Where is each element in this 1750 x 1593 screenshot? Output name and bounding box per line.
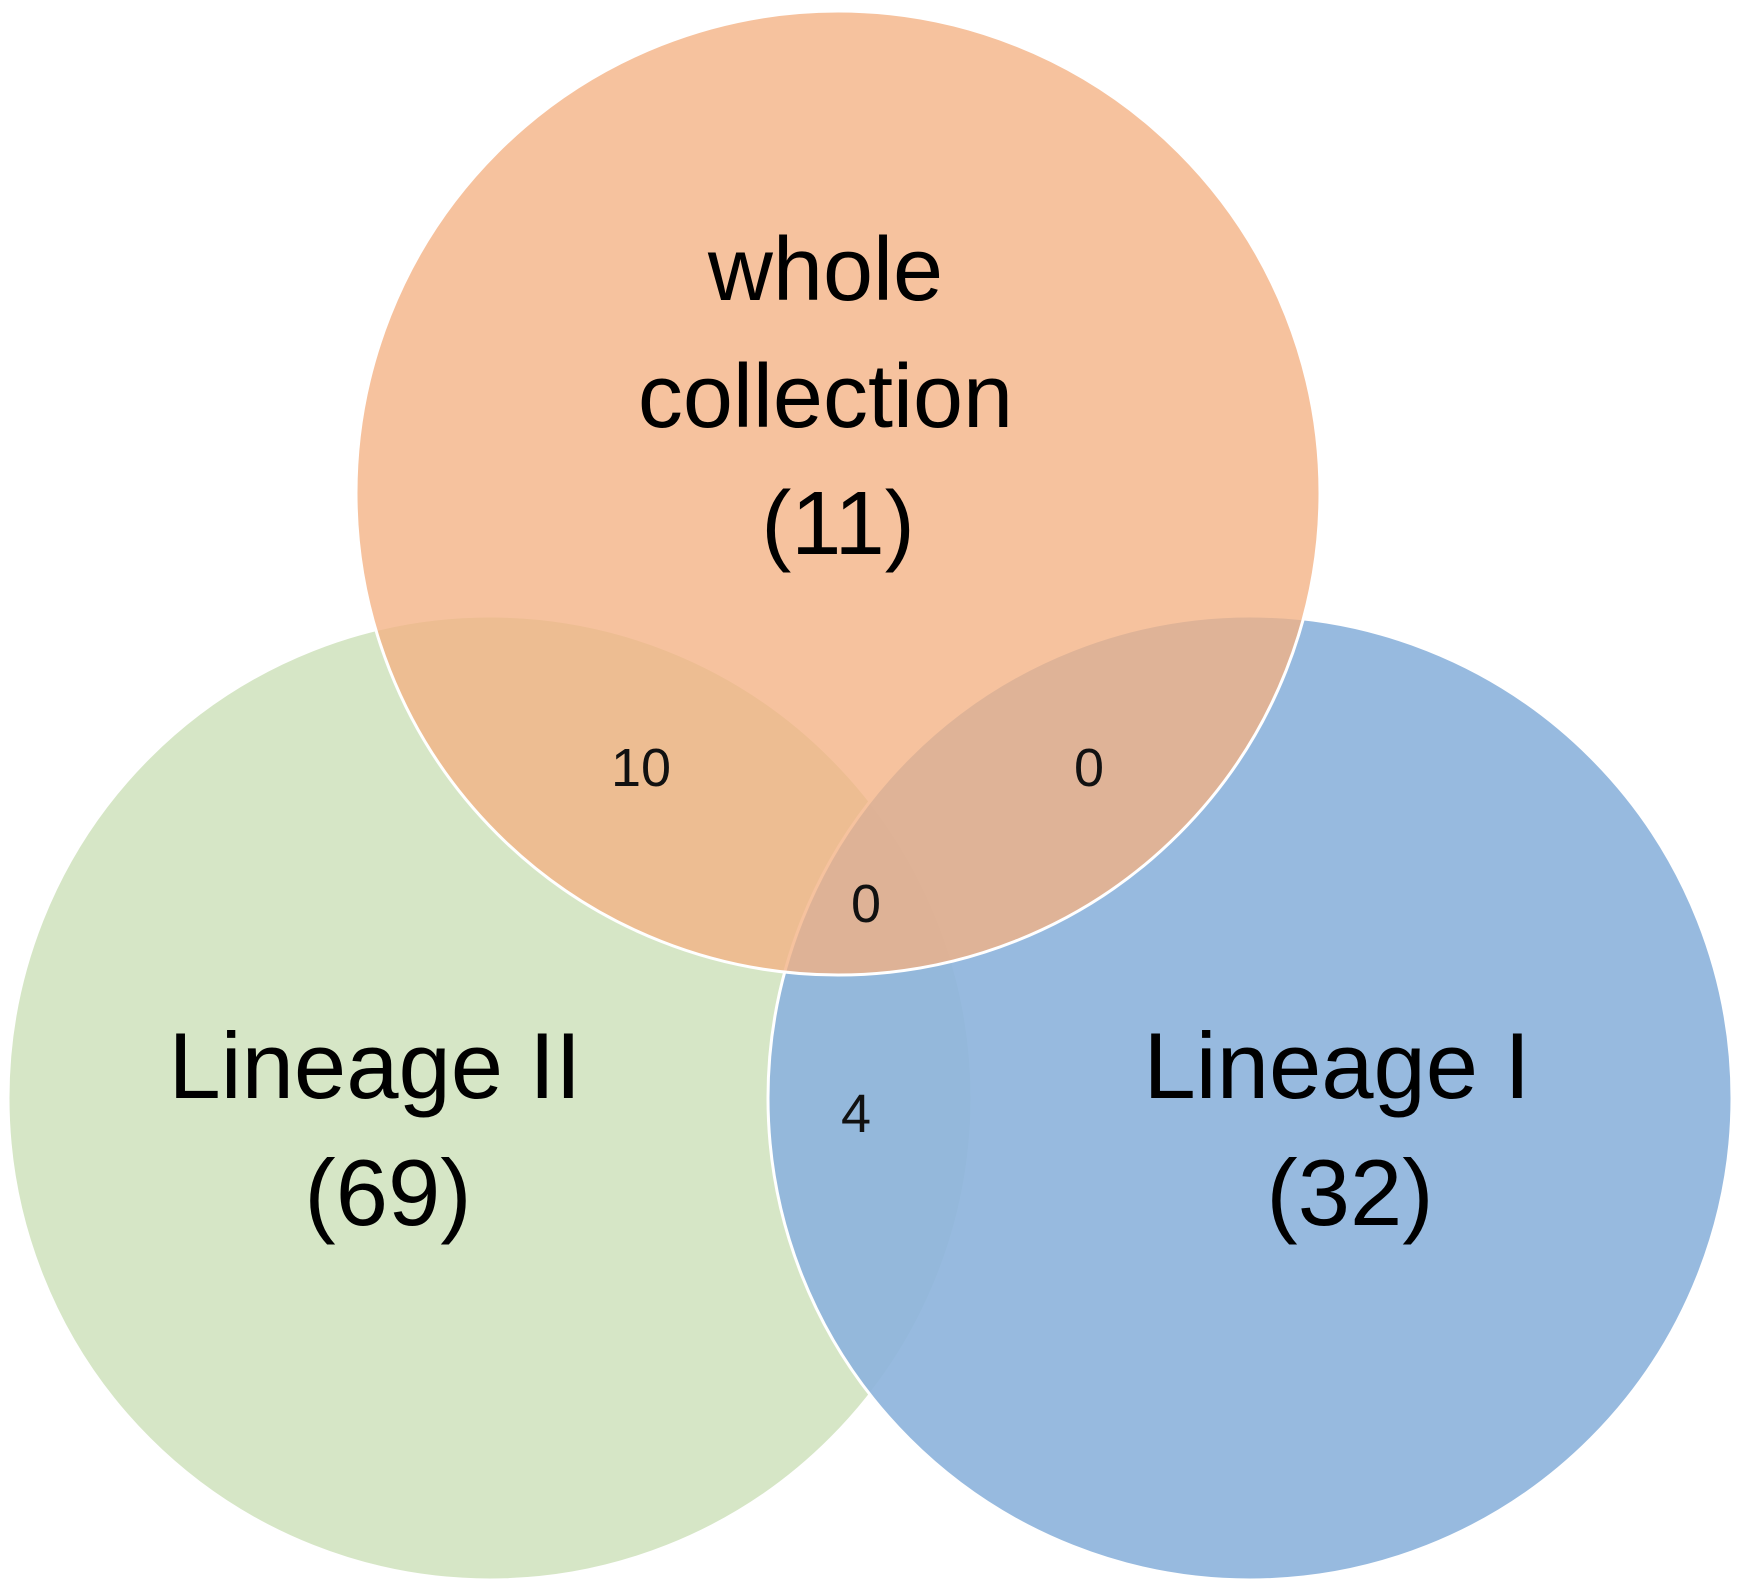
- label-whole-line-3: (11): [761, 474, 914, 574]
- count-all-three: 0: [851, 874, 881, 934]
- count-lineage-ii-lineage-i: 4: [841, 1084, 871, 1144]
- label-lineage-i: Lineage I (32): [1144, 1013, 1557, 1245]
- count-whole-lineage-i: 0: [1074, 738, 1104, 798]
- label-lineage-i-line-1: Lineage I: [1144, 1013, 1531, 1118]
- label-whole-line-2: collection: [638, 347, 1013, 447]
- label-lineage-ii: Lineage II (69): [168, 1013, 607, 1245]
- label-lineage-ii-line-2: (69): [304, 1140, 471, 1245]
- label-whole-line-1: whole: [707, 220, 943, 320]
- label-lineage-ii-line-1: Lineage II: [168, 1013, 581, 1118]
- circle-whole-collection: [354, 9, 1322, 977]
- label-lineage-i-line-2: (32): [1266, 1140, 1433, 1245]
- count-whole-lineage-ii: 10: [611, 738, 671, 798]
- label-whole-collection: whole collection (11): [638, 220, 1038, 574]
